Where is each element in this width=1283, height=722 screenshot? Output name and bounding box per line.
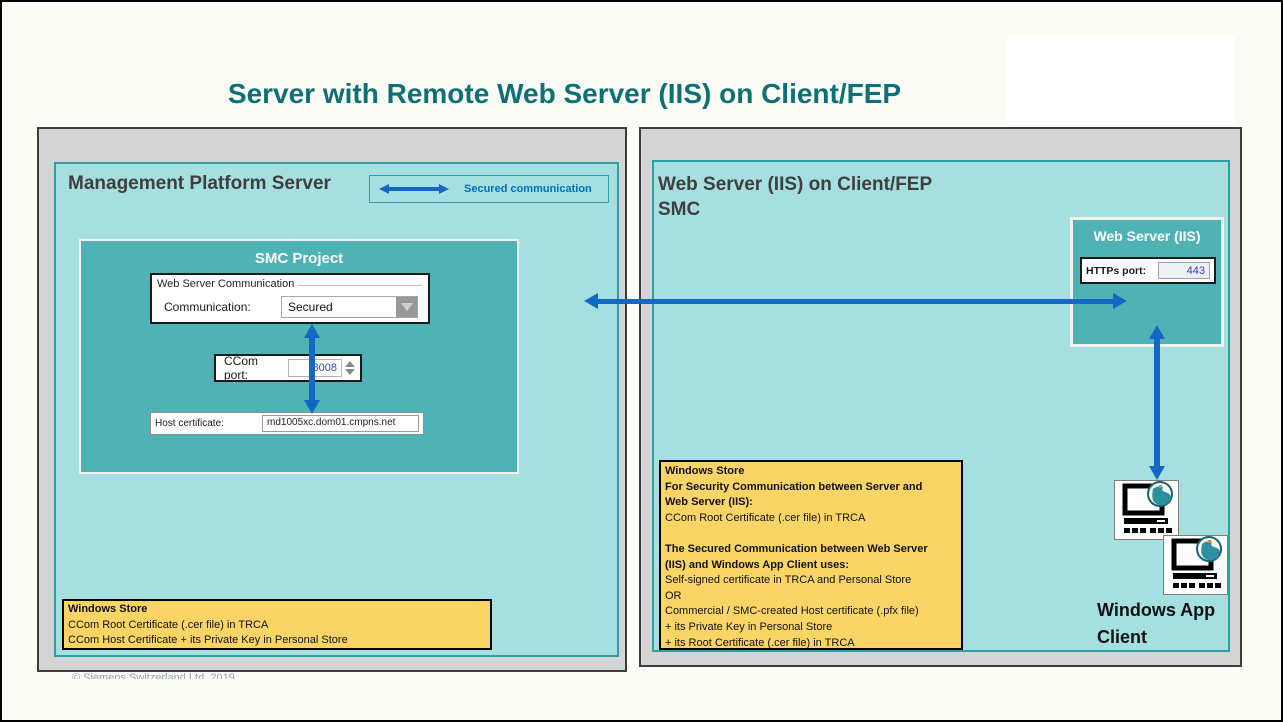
- store-line: OR: [665, 589, 682, 602]
- dropdown-button[interactable]: [396, 297, 417, 317]
- background-white-rect: [1007, 35, 1235, 124]
- communication-value: Secured: [288, 300, 333, 314]
- https-port-box: HTTPs port: 443: [1080, 257, 1216, 284]
- double-arrow-legend-icon: [379, 182, 449, 196]
- spinner-down-icon[interactable]: [345, 369, 355, 375]
- right-panel-header: Web Server (IIS) on Client/FEP SMC: [658, 172, 932, 222]
- store-line: Self-signed certificate in TRCA and Pers…: [665, 574, 912, 587]
- store-line: CCom Host Certificate + its Private Key …: [68, 634, 348, 647]
- store-line: CCom Root Certificate (.cer file) in TRC…: [665, 511, 866, 524]
- store-line: + its Private Key in Personal Store: [665, 620, 833, 633]
- ccom-port-spinner[interactable]: [345, 361, 355, 375]
- store-line: The Secured Communication between Web Se…: [665, 542, 928, 555]
- ccom-port-input[interactable]: 8008: [288, 359, 342, 377]
- right-panel-header-line1: Web Server (IIS) on Client/FEP: [658, 174, 933, 195]
- web-server-iis-title: Web Server (IIS): [1093, 228, 1201, 244]
- footer-copyright-clipped: © Siemens Switzerland Ltd, 2019: [72, 672, 235, 679]
- spinner-up-icon[interactable]: [345, 361, 355, 367]
- windows-app-client-label: Windows App Client: [1097, 597, 1215, 651]
- host-certificate-input[interactable]: md1005xc.dom01.cmpns.net: [262, 415, 419, 432]
- https-port-input[interactable]: 443: [1158, 262, 1210, 279]
- ccom-port-label: CCom port:: [224, 354, 259, 382]
- store-line: Commercial / SMC-created Host certificat…: [665, 605, 919, 618]
- windows-store-title: Windows Store: [665, 465, 745, 477]
- windows-app-client-line1: Windows App: [1097, 600, 1216, 620]
- host-certificate-label: Host certificate:: [155, 418, 224, 429]
- left-windows-store-note: Windows Store CCom Root Certificate (.ce…: [62, 599, 492, 650]
- web-server-communication-groupbox: Web Server Communication Communication: …: [150, 273, 430, 324]
- right-windows-store-note: Windows Store For Security Communication…: [659, 460, 963, 650]
- communication-dropdown[interactable]: Secured: [281, 296, 418, 318]
- windows-app-client-line2: Client: [1097, 627, 1148, 647]
- store-line: CCom Root Certificate (.cer file) in TRC…: [68, 618, 269, 631]
- store-line: Web Server (IIS):: [665, 496, 753, 509]
- workstation-globe-icon: [1163, 535, 1228, 595]
- groupbox-rule: [298, 285, 422, 286]
- right-panel-header-line2: SMC: [658, 199, 701, 220]
- management-platform-server-header: Management Platform Server: [68, 173, 331, 194]
- groupbox-title: Web Server Communication: [157, 278, 295, 290]
- ccom-port-box: CCom port: 8008: [214, 354, 362, 382]
- smc-project-title: SMC Project: [254, 250, 344, 267]
- secured-communication-legend: Secured communication: [369, 175, 609, 203]
- store-line: + its Root Certificate (.cer file) in TR…: [665, 636, 855, 649]
- double-arrow-horizontal-icon: [584, 293, 1127, 309]
- store-line: [665, 526, 957, 542]
- host-certificate-box: Host certificate: md1005xc.dom01.cmpns.n…: [150, 412, 424, 435]
- workstation-globe-icon: [1114, 480, 1179, 540]
- windows-store-title: Windows Store: [68, 603, 148, 615]
- double-arrow-vertical-right-icon: [1149, 325, 1165, 480]
- legend-label: Secured communication: [464, 183, 592, 195]
- communication-label: Communication:: [164, 300, 251, 314]
- store-line: (IIS) and Windows App Client uses:: [665, 558, 850, 571]
- https-port-label: HTTPs port:: [1086, 264, 1147, 277]
- chevron-down-icon: [400, 303, 413, 311]
- double-arrow-vertical-left-icon: [304, 324, 320, 414]
- store-line: For Security Communication between Serve…: [665, 480, 923, 493]
- page-title: Server with Remote Web Server (IIS) on C…: [227, 78, 902, 109]
